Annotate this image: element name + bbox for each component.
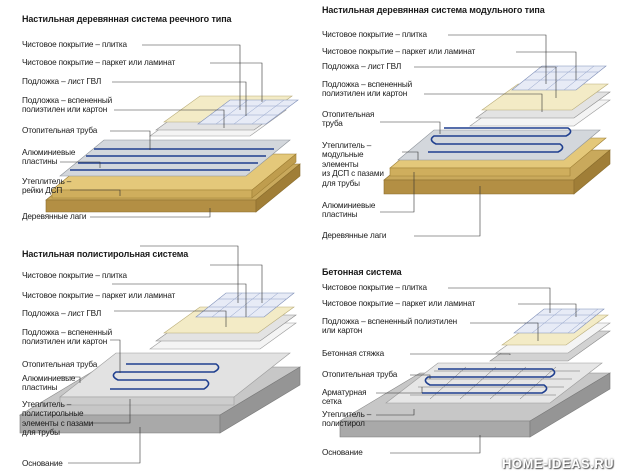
label-tile: Чистовое покрытие – плитка (22, 40, 127, 49)
label-mesh: Арматурная сетка (322, 388, 367, 407)
label-foam: Подложка – вспененный полиэтилен или кар… (322, 80, 413, 99)
panel-title: Настильная полистирольная система (22, 249, 189, 259)
panel-polystyrene-system: Настильная полистирольная система Чистов… (0, 237, 310, 475)
panel-wooden-modular-system: Настильная деревянная система модульного… (310, 0, 620, 240)
label-joists: Деревянные лаги (22, 212, 87, 221)
site-watermark: HOME-IDEAS.RU (502, 456, 614, 471)
panel-concrete-system: Бетонная система Чистовое покрытие – пли… (310, 237, 620, 475)
label-tile: Чистовое покрытие – плитка (322, 30, 427, 39)
rack-system-diagram (45, 44, 301, 218)
label-base: Основание (322, 448, 363, 457)
label-foam: Подложка – вспененный полиэтилен или кар… (322, 317, 457, 336)
label-gvl: Подложка – лист ГВЛ (22, 309, 102, 318)
label-base: Основание (22, 459, 63, 468)
polystyrene-system-diagram (18, 245, 302, 464)
panel-title: Бетонная система (322, 267, 402, 277)
panel-title: Настильная деревянная система модульного… (322, 5, 545, 15)
label-gvl: Подложка – лист ГВЛ (322, 62, 402, 71)
panel-title: Настильная деревянная система реечного т… (22, 14, 232, 24)
concrete-system-diagram (338, 287, 612, 454)
label-parquet: Чистовое покрытие – паркет или ламинат (322, 47, 476, 56)
label-parquet: Чистовое покрытие – паркет или ламинат (322, 299, 476, 308)
label-tile: Чистовое покрытие – плитка (22, 271, 127, 280)
label-foam: Подложка – вспененный полиэтилен или кар… (22, 96, 113, 115)
panel-wooden-rack-system: Настильная деревянная система реечного т… (0, 0, 310, 237)
label-pipe: Отопительная труба (22, 360, 98, 369)
label-gvl: Подложка – лист ГВЛ (22, 77, 102, 86)
label-pipe: Отопительная труба (322, 110, 375, 129)
label-pipe: Отопительная труба (22, 126, 98, 135)
label-tile: Чистовое покрытие – плитка (322, 283, 427, 292)
label-parquet: Чистовое покрытие – паркет или ламинат (22, 58, 176, 67)
label-insulation: Утеплитель – модульные элементы из ДСП с… (322, 141, 384, 188)
label-parquet: Чистовое покрытие – паркет или ламинат (22, 291, 176, 300)
label-insulation: Утеплитель – полистирольные элементы с п… (22, 400, 94, 438)
label-joists: Деревянные лаги (322, 231, 387, 240)
label-screed: Бетонная стяжка (322, 349, 384, 358)
label-aluminium: Алюминиевые пластины (22, 148, 76, 167)
modular-system-diagram (380, 34, 611, 237)
label-aluminium: Алюминиевые пластины (322, 201, 376, 220)
label-foam: Подложка – вспененный полиэтилен или кар… (22, 328, 113, 347)
label-aluminium: Алюминиевые пластины (22, 374, 76, 393)
label-insulation: Утеплитель – рейки ДСП (22, 177, 72, 196)
label-pipe: Отопительная труба (322, 370, 398, 379)
label-insulation: Утеплитель – полистирол (322, 410, 372, 429)
